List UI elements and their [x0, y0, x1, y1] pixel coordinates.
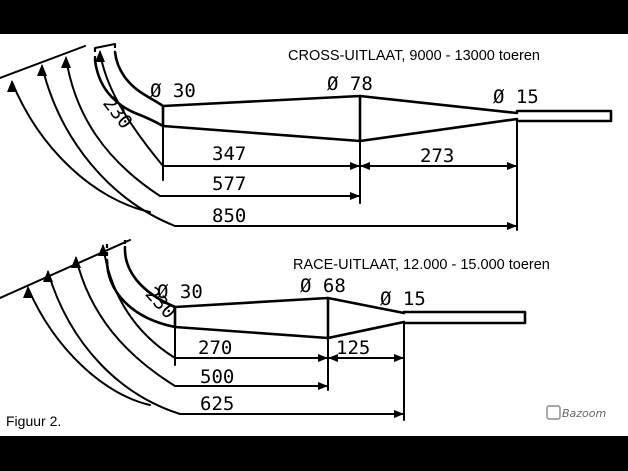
bazoom-watermark: Bazoom	[546, 405, 606, 420]
cross-diameter-outlet: Ø 15	[493, 86, 539, 108]
cross-length-b: 273	[420, 145, 454, 167]
cross-arrow-up-2	[37, 64, 47, 76]
cross-title: CROSS-UITLAAT, 9000 - 13000 toeren	[288, 48, 540, 64]
race-arrow-1c	[394, 354, 404, 362]
race-arc-outer	[27, 287, 151, 406]
cross-arrow-850	[507, 222, 517, 230]
cross-arc-577	[65, 57, 361, 197]
race-diameter-mid: Ø 68	[300, 275, 346, 297]
race-cone-bottom	[173, 320, 406, 340]
figure-label: Figuur 2.	[6, 413, 61, 429]
race-diameter-inlet: Ø 30	[157, 281, 203, 303]
cross-arc-230	[99, 51, 164, 167]
race-cone-top	[173, 296, 406, 315]
race-arrow-up-3	[71, 256, 81, 268]
cross-bend-inner	[93, 58, 165, 128]
race-bend-outer	[123, 245, 177, 309]
race-arc-230	[102, 245, 176, 359]
cross-cone-top	[161, 94, 519, 115]
cross-length-bend: 230	[98, 93, 136, 134]
watermark-text: Bazoom	[562, 407, 606, 420]
race-exhaust-diagram: RACE-UITLAAT, 12.000 - 15.000 toeren	[0, 239, 550, 421]
cross-arc-outer	[11, 81, 151, 213]
cross-arrow-1c	[360, 162, 370, 170]
cross-cone-bottom	[161, 117, 519, 143]
drawing-sheet: CROSS-UITLAAT, 9000 - 13000 toeren	[0, 34, 628, 436]
cross-arrow-up-3	[61, 56, 71, 68]
cross-length-a: 347	[212, 143, 246, 165]
race-arrow-up-1	[23, 286, 33, 298]
exhaust-drawing: CROSS-UITLAAT, 9000 - 13000 toeren	[0, 43, 613, 429]
race-base-line	[0, 239, 131, 299]
cross-arrow-577	[350, 192, 360, 200]
race-arrow-625	[394, 410, 404, 418]
cross-arrow-up-4	[95, 50, 105, 62]
cross-tailpipe	[515, 109, 613, 123]
race-arc-625	[47, 271, 405, 415]
race-tailpipe	[402, 310, 527, 325]
cross-base-line	[0, 45, 86, 79]
race-arrow-1b	[328, 354, 338, 362]
bazoom-logo-icon	[546, 405, 561, 420]
race-arc-500	[75, 257, 329, 387]
race-diameter-outlet: Ø 15	[380, 288, 426, 310]
cross-flange-top	[94, 43, 116, 49]
race-length-a: 270	[198, 337, 232, 359]
race-length-ab: 500	[200, 366, 234, 388]
race-length-total: 625	[200, 393, 234, 415]
cross-length-total: 850	[212, 205, 246, 227]
race-arrow-1a	[318, 354, 328, 362]
cross-length-ab: 577	[212, 173, 246, 195]
race-arrow-500	[318, 382, 328, 390]
cross-exhaust-diagram: CROSS-UITLAAT, 9000 - 13000 toeren	[0, 43, 613, 231]
race-arrow-up-2	[43, 270, 53, 282]
cross-arrow-1a	[350, 162, 360, 170]
cross-diameter-mid: Ø 78	[327, 73, 373, 95]
cross-arc-850	[41, 65, 518, 227]
race-title: RACE-UITLAAT, 12.000 - 15.000 toeren	[293, 257, 550, 273]
cross-arrow-up-1	[7, 80, 17, 92]
cross-bend-outer	[113, 50, 165, 108]
cross-arrow-1b	[507, 162, 517, 170]
cross-diameter-inlet: Ø 30	[150, 80, 196, 102]
race-arrow-up-4	[98, 244, 108, 256]
race-length-b: 125	[336, 337, 370, 359]
